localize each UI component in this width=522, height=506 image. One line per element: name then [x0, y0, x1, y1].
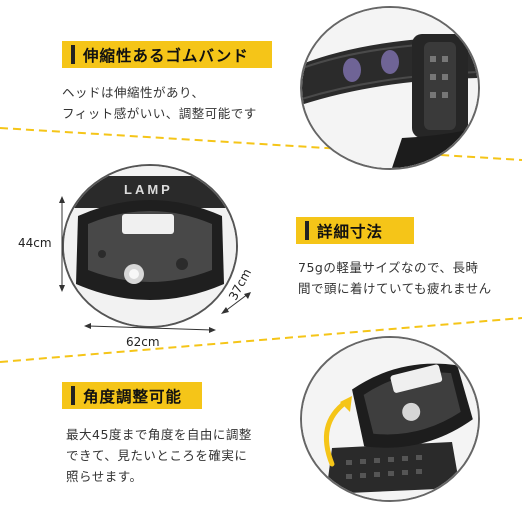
title-marker	[71, 386, 75, 405]
description-line: 最大45度まで角度を自由に調整	[66, 427, 252, 442]
section-title: 詳細寸法	[317, 222, 384, 241]
headband-photo	[300, 6, 480, 170]
product-print-text: LAMP	[124, 182, 173, 197]
headlamp-front-photo: LAMP	[62, 164, 238, 328]
description-line: ヘッドは伸縮性があり、	[62, 85, 205, 100]
description-line: 照らせます。	[66, 469, 143, 484]
headlamp-tilted-photo	[300, 336, 480, 502]
description-line: 75gの軽量サイズなので、長時	[298, 260, 479, 275]
section-title-band: 詳細寸法	[296, 217, 414, 244]
section-title-band: 伸縮性あるゴムバンド	[62, 41, 272, 68]
description-line: できて、見たいところを確実に	[66, 448, 248, 463]
section-description: ヘッドは伸縮性があり、 フィット感がいい、調整可能です	[62, 82, 257, 124]
section-description: 最大45度まで角度を自由に調整 できて、見たいところを確実に 照らせます。	[66, 424, 252, 487]
title-marker	[305, 221, 309, 240]
title-marker	[71, 45, 75, 64]
section-title-band: 角度調整可能	[62, 382, 202, 409]
section-title: 伸縮性あるゴムバンド	[83, 46, 249, 65]
description-line: 間で頭に着けていても疲れません	[298, 281, 492, 296]
height-dimension: 44cm	[18, 236, 52, 250]
description-line: フィット感がいい、調整可能です	[62, 106, 257, 121]
width-dimension: 62cm	[126, 335, 160, 349]
section-description: 75gの軽量サイズなので、長時 間で頭に着けていても疲れません	[298, 257, 492, 299]
section-title: 角度調整可能	[83, 387, 183, 406]
